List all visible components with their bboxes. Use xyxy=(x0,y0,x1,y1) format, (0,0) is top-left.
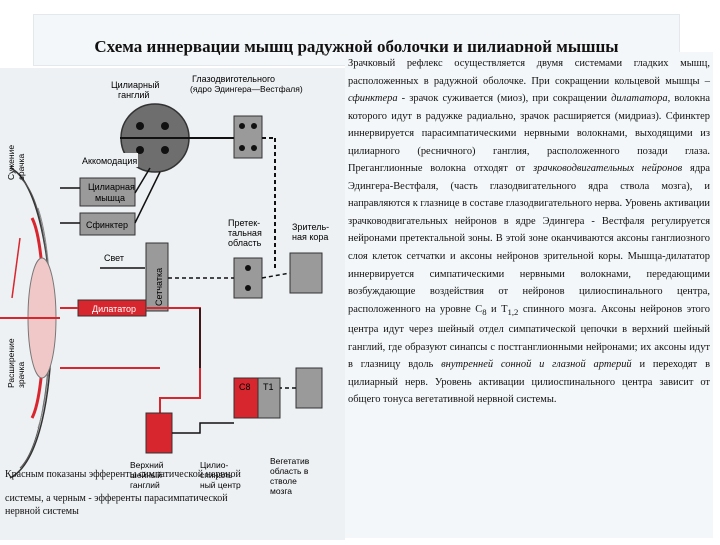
visual-cortex-label-1: Зритель- xyxy=(292,222,329,232)
accommodation-label: Аккомодация xyxy=(82,156,137,166)
visual-cortex-box xyxy=(289,252,323,294)
text-part-5: спинного мозга. Аксоны нейронов этого це… xyxy=(348,303,710,371)
widening-label-2: зрачка xyxy=(16,362,26,388)
neurons-term: зрачководвигательных нейронов xyxy=(533,163,683,175)
ciliary-ganglion-label-1: Цилиарный xyxy=(111,80,159,90)
vegetative-label-2: область в xyxy=(270,466,309,476)
pretectal-label-1: Претек- xyxy=(228,218,260,228)
dilator-label: Дилататор xyxy=(92,304,136,314)
pretectal-label-3: область xyxy=(228,238,262,248)
dilator-term: дилататора, xyxy=(611,93,671,105)
text-part-3: волокна которого идут в радужке радиальн… xyxy=(348,93,711,175)
oculomotor-label-1: Глазодвиготельного xyxy=(192,74,275,84)
ciliary-ganglion-label-2: ганглий xyxy=(118,90,149,100)
pretectal-label-2: тальная xyxy=(228,228,262,238)
t12-subscript: 1,2 xyxy=(507,306,519,317)
text-part-4: ядра Эдингера-Вестфаля, (часть глазодвиг… xyxy=(348,163,711,315)
eye-illustration xyxy=(0,167,60,479)
text-part-6: и переходят в цилиарный нерв. Уровень ак… xyxy=(348,359,711,406)
narrowing-label-2: зрачка xyxy=(16,154,26,180)
vegetative-label-3: стволе xyxy=(270,476,297,486)
oculomotor-label-2: (ядро Эдингера—Вестфаля) xyxy=(190,84,303,94)
body-text: Зрачковый рефлекс осуществляется двумя с… xyxy=(348,55,710,409)
ciliary-muscle-label-2: мышца xyxy=(95,193,125,203)
c8-subscript: 8 xyxy=(482,306,487,317)
c8-label: C8 xyxy=(239,382,251,392)
caption-line-2: системы, а черным - эфференты парасимпат… xyxy=(5,493,228,504)
superior-ganglion-label-1: Верхний xyxy=(130,460,164,470)
text-and-t: и T xyxy=(486,303,508,315)
c8-box xyxy=(233,377,259,419)
ciliary-muscle-label-1: Цилиарная xyxy=(88,182,135,192)
oculomotor-nucleus-box xyxy=(233,115,263,159)
ciliospinal-label-2: спиналь xyxy=(200,470,233,480)
ciliospinal-label-3: ный центр xyxy=(200,480,241,490)
vegetative-label-4: мозга xyxy=(270,486,292,496)
vegetative-label-1: Вегетатив xyxy=(270,456,310,466)
pretectal-box xyxy=(233,257,263,299)
superior-ganglion-box xyxy=(145,412,173,454)
narrowing-label-1: Сужение xyxy=(6,145,16,180)
retina-label: Сетчатка xyxy=(154,268,164,306)
light-label: Свет xyxy=(104,253,124,263)
text-part-2: - зрачок суживается (миоз), при сокращен… xyxy=(397,93,612,105)
diagram-svg: Цилиарный ганглий Глазодвиготельного (яд… xyxy=(0,68,345,540)
text-panel: Зрачковый рефлекс осуществляется двумя с… xyxy=(345,52,713,538)
superior-ganglion-label-3: ганглий xyxy=(130,480,160,490)
innervation-diagram: Цилиарный ганглий Глазодвиготельного (яд… xyxy=(0,68,345,540)
vegetative-box xyxy=(295,367,323,409)
retina-box xyxy=(145,242,169,312)
sphincter-label: Сфинктер xyxy=(86,220,128,230)
caption-line-3: нервной системы xyxy=(5,506,79,517)
text-part-1: Зрачковый рефлекс осуществляется двумя с… xyxy=(348,58,710,87)
ciliospinal-label-1: Цилио- xyxy=(200,460,228,470)
page-title: Схема иннервации мышц радужной оболочки … xyxy=(94,37,619,56)
t1-box xyxy=(257,377,281,419)
superior-ganglion-label-2: шейный xyxy=(130,470,162,480)
caption-line-1: Красным показаны эфференты симпатической… xyxy=(5,469,241,480)
widening-label-1: Расширение xyxy=(6,338,16,388)
sphincter-term: сфинктера xyxy=(348,93,398,105)
visual-cortex-label-2: ная кора xyxy=(292,232,328,242)
sphincter-box xyxy=(79,212,136,236)
ciliary-muscle-box xyxy=(79,177,136,207)
arteries-term: внутренней сонной и глазной артерий xyxy=(441,359,632,371)
t1-label: T1 xyxy=(263,382,274,392)
